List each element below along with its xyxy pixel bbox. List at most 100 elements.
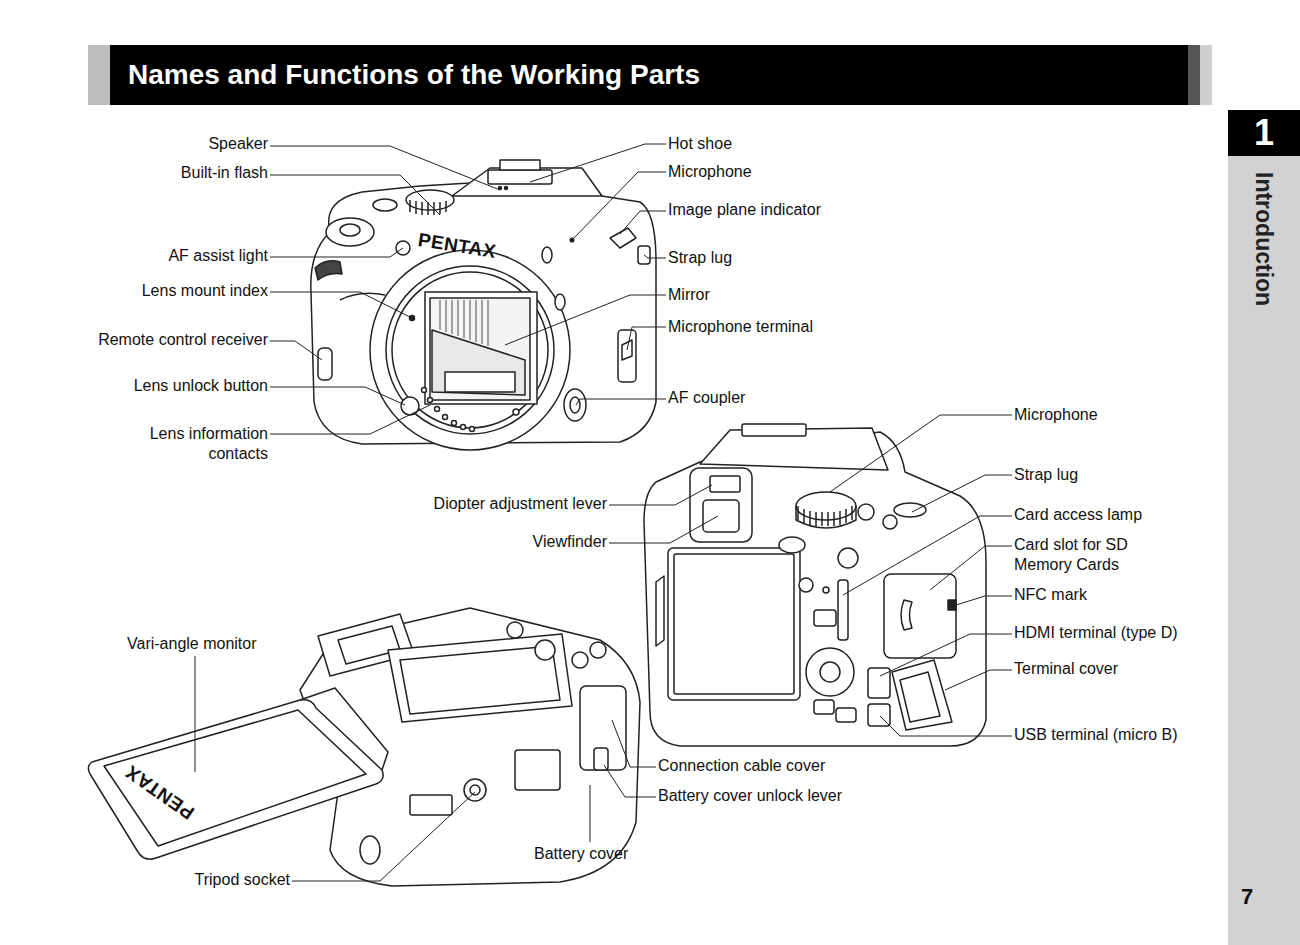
front-camera (326, 218, 374, 246)
front-camera (435, 407, 440, 412)
part-label: Terminal cover (1014, 659, 1118, 679)
title-band (1200, 45, 1212, 105)
front-camera (461, 425, 466, 430)
part-label: Card access lamp (1014, 505, 1142, 525)
back-camera (668, 548, 800, 700)
bottom-camera (300, 688, 388, 770)
back-camera (892, 660, 952, 730)
front-camera (386, 266, 554, 434)
part-label: Strap lug (1014, 465, 1078, 485)
front-camera (452, 421, 457, 426)
front-camera (392, 272, 548, 428)
leader-line (612, 720, 656, 767)
front-camera (428, 398, 433, 403)
back-camera (742, 424, 806, 436)
part-label: Microphone terminal (668, 317, 813, 337)
leader-line (590, 785, 591, 842)
bottom-camera (470, 785, 480, 795)
leader-line (270, 387, 405, 405)
front-camera (443, 415, 448, 420)
bottom-camera (515, 750, 560, 790)
leader-line (843, 516, 1012, 595)
leader-line (620, 211, 666, 234)
back-camera (883, 515, 897, 529)
part-label: Lens mount index (142, 281, 268, 301)
title-band (88, 45, 110, 105)
front-camera (422, 388, 427, 393)
front-camera (505, 187, 508, 190)
back-camera (644, 424, 986, 746)
front-camera (500, 160, 540, 170)
front-camera (410, 200, 446, 215)
front-camera (406, 190, 454, 210)
front-camera (401, 397, 419, 415)
part-label: Hot shoe (668, 134, 732, 154)
part-label: Lens information contacts (136, 424, 268, 464)
front-camera (311, 176, 656, 444)
front-camera (542, 247, 552, 263)
leader-line (270, 292, 412, 318)
part-label: AF assist light (168, 246, 268, 266)
part-label: Speaker (208, 134, 268, 154)
leader-line (627, 327, 666, 350)
leader-line (609, 516, 718, 543)
bottom-camera (104, 710, 366, 846)
back-camera (814, 700, 834, 714)
bottom-camera (594, 748, 608, 770)
back-camera (806, 648, 854, 696)
back-camera (799, 578, 813, 592)
part-label: Microphone (668, 162, 752, 182)
chapter-number-box: 1 (1228, 110, 1300, 156)
part-label: Connection cable cover (658, 756, 825, 776)
part-label: AF coupler (668, 388, 745, 408)
title-band (88, 45, 1212, 105)
leader-line (530, 144, 666, 182)
bottom-camera (507, 622, 523, 638)
front-camera (564, 389, 586, 421)
back-camera (858, 504, 874, 520)
bottom-camera (590, 642, 606, 658)
part-label: Microphone (1014, 405, 1098, 425)
back-camera (900, 672, 940, 722)
bottom-camera (388, 634, 572, 722)
part-label: Strap lug (668, 248, 732, 268)
title-band (1188, 45, 1200, 105)
part-label: Image plane indicator (668, 200, 821, 220)
part-label: HDMI terminal (type D) (1014, 623, 1178, 643)
leader-line (195, 656, 196, 772)
front-camera (430, 298, 530, 400)
front-camera (570, 397, 580, 413)
leader-line (270, 146, 500, 190)
part-label: Built-in flash (181, 163, 268, 183)
bottom-camera (464, 779, 486, 801)
back-camera (796, 506, 856, 528)
part-label: NFC mark (1014, 585, 1087, 605)
front-camera (488, 170, 552, 184)
leader-line (270, 175, 440, 215)
front-camera (513, 409, 519, 415)
part-label: Remote control receiver (98, 330, 268, 350)
bottom-camera (88, 700, 383, 859)
front-camera (555, 294, 565, 310)
back-camera (820, 662, 840, 682)
part-label: Viewfinder (533, 532, 607, 552)
front-camera (373, 199, 397, 211)
leader-line (945, 670, 1012, 690)
back-camera (703, 500, 739, 532)
chapter-tab: Introduction1 (1228, 110, 1300, 945)
back-camera (710, 476, 740, 492)
leader-line (270, 405, 430, 434)
leader-line (644, 255, 666, 258)
leader-line (292, 792, 475, 881)
leader-line (576, 399, 666, 405)
leader-line (609, 485, 712, 505)
bottom-camera (572, 652, 588, 668)
back-camera (838, 548, 858, 568)
front-camera (425, 292, 537, 404)
leader-line (956, 596, 1012, 605)
front-camera (432, 330, 525, 395)
part-label: Lens unlock button (134, 376, 268, 396)
back-camera (644, 432, 986, 746)
leader-line (830, 415, 1012, 492)
leader-line (195, 144, 1012, 881)
